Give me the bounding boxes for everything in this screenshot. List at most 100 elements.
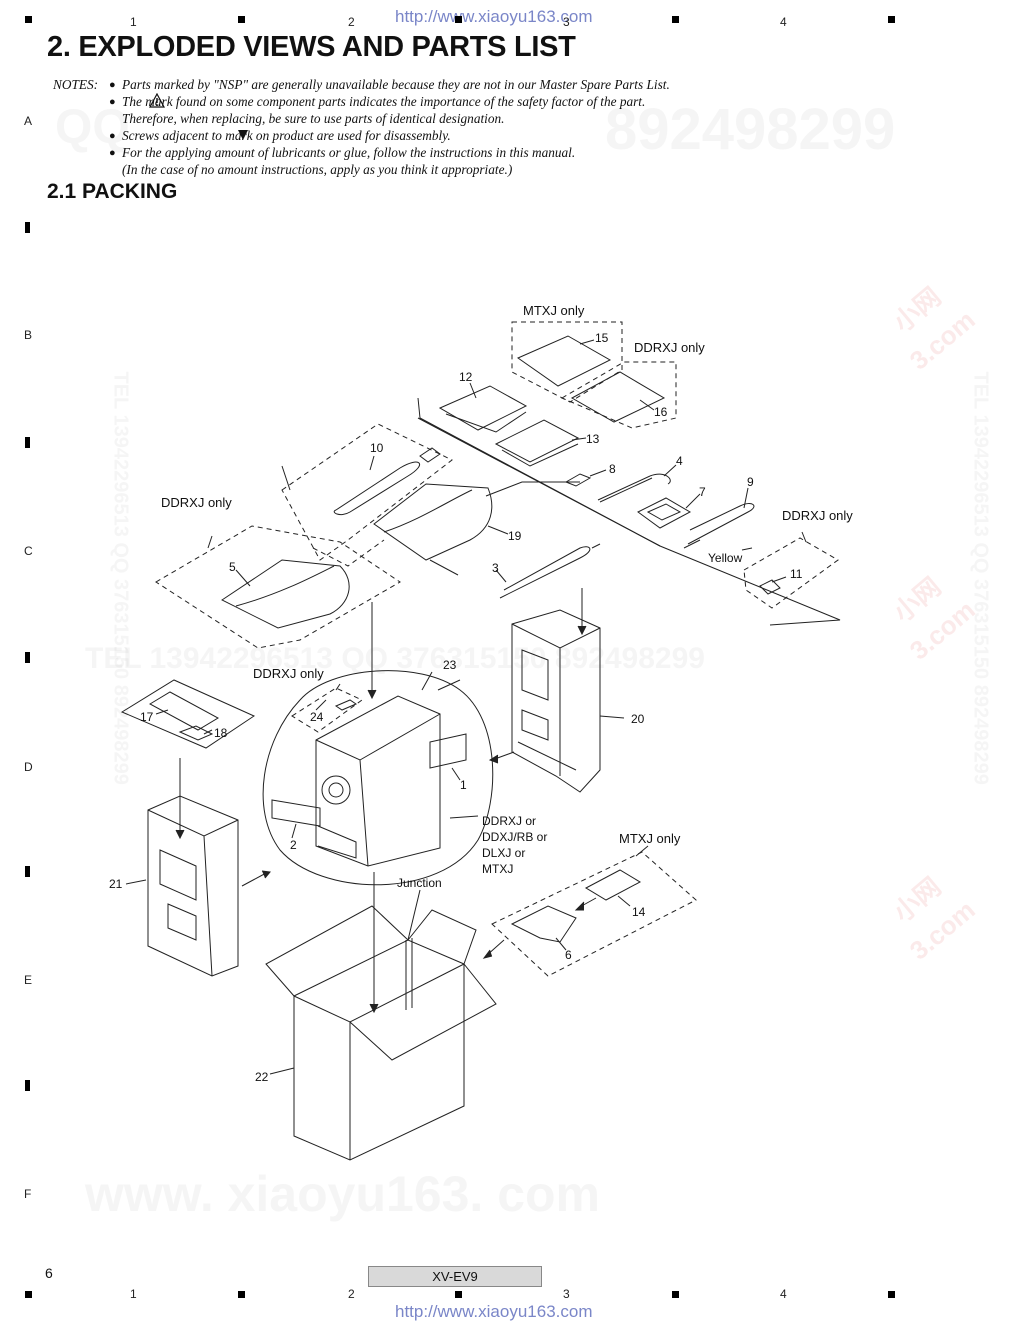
group-label-mtxj-only: MTXJ only — [619, 831, 681, 846]
note-item: (In the case of no amount instructions, … — [122, 162, 513, 177]
section-title: 2.1 PACKING — [47, 180, 178, 203]
row-mark — [25, 1080, 30, 1091]
register-mark — [455, 1291, 462, 1298]
bullet-icon: ● — [109, 79, 116, 91]
column-number: 1 — [130, 1287, 137, 1301]
down-triangle-icon — [238, 130, 248, 140]
note-item: The mark found on some component parts i… — [122, 94, 646, 109]
group-box-ddrxj-left — [155, 525, 401, 649]
part-19-bag — [373, 483, 493, 561]
part-number: 3 — [492, 561, 499, 575]
part-number: 6 — [565, 948, 572, 962]
row-mark — [25, 652, 30, 663]
part-number: 9 — [747, 475, 754, 489]
watermark-tel-line: TEL 13942296513 QQ 376315150 892498299 — [85, 642, 705, 675]
note-item: Screws adjacent to mark on product are u… — [122, 128, 451, 143]
row-mark — [25, 437, 30, 448]
part-number: 1 — [460, 778, 467, 792]
part-number: 18 — [214, 726, 228, 740]
junction-label: Junction — [397, 876, 442, 890]
group-label-ddrxj-only: DDRXJ only — [253, 666, 324, 681]
part-18-battery — [178, 725, 214, 741]
register-mark — [888, 1291, 895, 1298]
bullet-icon: ● — [109, 130, 116, 142]
part-10-power-cord — [333, 461, 421, 516]
row-mark — [25, 866, 30, 877]
bullet-icon: ● — [109, 147, 116, 159]
part-17-remote — [148, 691, 220, 731]
part-number: 23 — [443, 658, 457, 672]
part-1-label — [429, 733, 467, 769]
group-box-ddrxj-top — [560, 361, 677, 429]
part-number: 21 — [109, 877, 123, 891]
part-8-battery — [564, 473, 592, 487]
register-mark — [25, 16, 32, 23]
group-box-ddrxj-cord — [281, 423, 453, 561]
part-5-bag — [221, 559, 350, 629]
part-number: 16 — [654, 405, 668, 419]
part-number: 10 — [370, 441, 384, 455]
warning-triangle-icon — [149, 93, 165, 108]
header-url[interactable]: http://www.xiaoyu163.com — [395, 7, 593, 26]
wire-color-label: Yellow — [708, 551, 743, 565]
part-13-sheet — [494, 419, 580, 463]
part-number: 2 — [290, 838, 297, 852]
column-number: 2 — [348, 1287, 355, 1301]
part-15-sheet — [516, 335, 612, 387]
part-7-loop-antenna — [637, 497, 692, 529]
main-unit — [315, 695, 441, 867]
notes-block: NOTES: ● Parts marked by "NSP" are gener… — [53, 76, 813, 180]
column-number: 3 — [563, 1287, 570, 1301]
part-20-foam — [511, 609, 601, 793]
part-number: 22 — [255, 1070, 269, 1084]
row-letter: A — [24, 114, 33, 128]
part-number: 13 — [586, 432, 600, 446]
group-box-mtxj-top — [511, 321, 623, 403]
register-mark — [238, 1291, 245, 1298]
bullet-icon: ● — [109, 96, 116, 108]
part-number: 12 — [459, 370, 473, 384]
column-number: 3 — [563, 15, 570, 29]
page-title: 2. EXPLODED VIEWS AND PARTS LIST — [47, 31, 576, 63]
watermark-qq-number: 892498299 — [605, 97, 896, 162]
row-letter: D — [24, 760, 33, 774]
register-mark — [455, 16, 462, 23]
footer-url[interactable]: http://www.xiaoyu163.com — [395, 1302, 593, 1321]
register-mark — [888, 16, 895, 23]
part-6-bag — [510, 905, 577, 943]
part-2-label — [271, 799, 321, 827]
row-letter: E — [24, 973, 33, 987]
part-17-remote-sheet — [120, 679, 256, 749]
part-9-cable — [687, 503, 755, 545]
column-number: 4 — [780, 1287, 787, 1301]
row-letter: F — [24, 1187, 32, 1201]
row-letter: C — [24, 544, 33, 558]
part-number: 5 — [229, 560, 236, 574]
register-mark — [238, 16, 245, 23]
model-variant-label: MTXJ — [482, 862, 514, 876]
part-11-adapter — [759, 579, 781, 595]
part-number: 4 — [676, 454, 683, 468]
part-number: 7 — [699, 485, 706, 499]
group-box-ddrxj-24 — [291, 687, 363, 733]
model-name-box: XV-EV9 — [368, 1266, 542, 1287]
watermark-qq: QQ — [55, 101, 130, 154]
group-box-mtxj-bottom — [491, 851, 697, 977]
group-label-ddrxj-only: DDRXJ only — [782, 508, 853, 523]
row-letter: B — [24, 328, 33, 342]
part-number: 17 — [140, 710, 154, 724]
column-number: 1 — [130, 15, 137, 29]
register-mark — [672, 1291, 679, 1298]
note-item: Parts marked by "NSP" are generally unav… — [122, 77, 670, 92]
part-12-sheet — [438, 385, 528, 431]
part-number: 15 — [595, 331, 609, 345]
model-variant-label: DDRXJ or — [482, 814, 537, 828]
part-21-foam — [147, 795, 239, 977]
part-number: 19 — [508, 529, 522, 543]
part-number: 20 — [631, 712, 645, 726]
column-number: 4 — [780, 15, 787, 29]
column-number: 2 — [348, 15, 355, 29]
watermark-www: www. xiaoyu163. com — [85, 1166, 601, 1222]
model-variant-label: DLXJ or — [482, 846, 526, 860]
part-23-bag — [262, 670, 494, 886]
